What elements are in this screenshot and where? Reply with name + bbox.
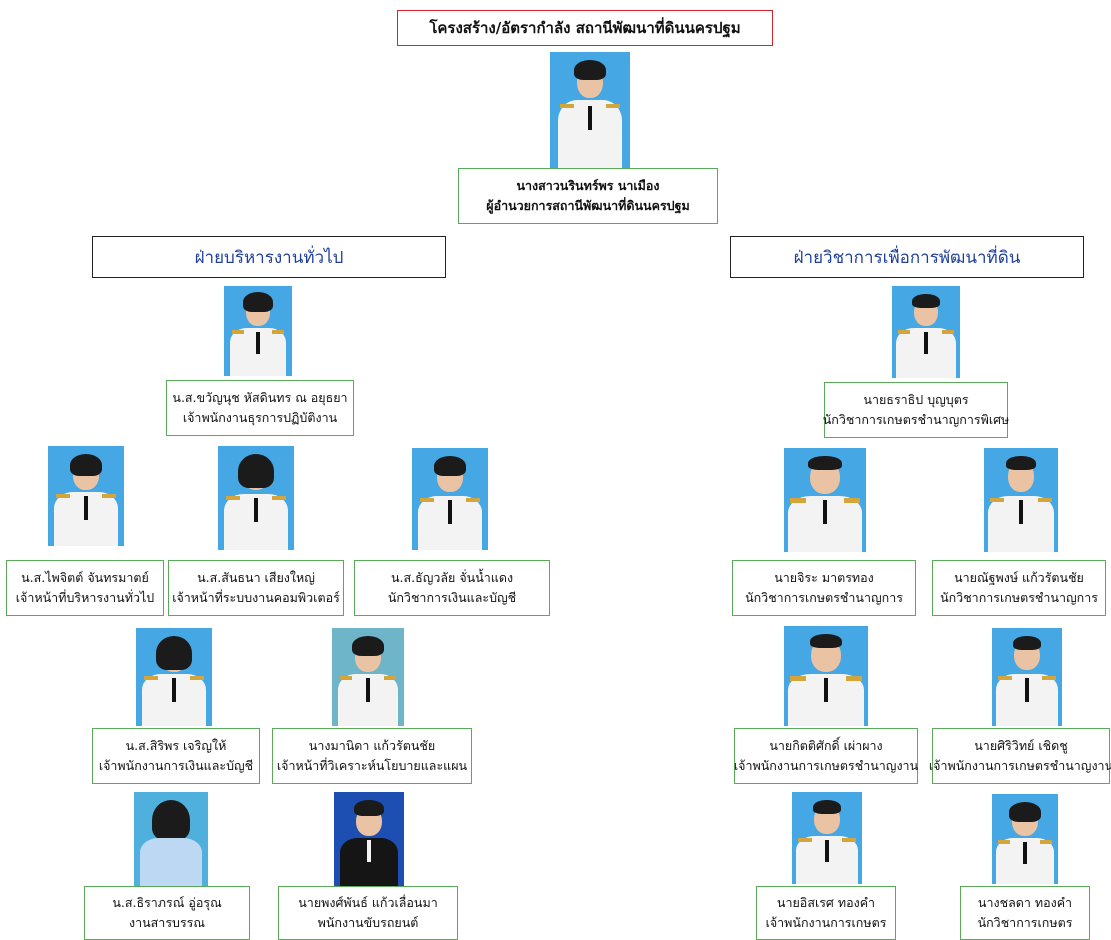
staff-card: นายจิระ มาตรทอง นักวิชาการเกษตรชำนาญการ xyxy=(732,560,916,616)
staff-role: พนักงานขับรถยนต์ xyxy=(317,915,419,930)
staff-role: งานสารบรรณ xyxy=(129,915,205,930)
staff-name: นายกิตติศักดิ์ เผ่าผาง xyxy=(769,738,883,753)
staff-photo xyxy=(992,794,1058,884)
staff-photo xyxy=(784,448,866,552)
staff-role: เจ้าหน้าที่ระบบงานคอมพิวเตอร์ xyxy=(172,590,340,605)
staff-role: นักวิชาการเกษตรชำนาญการ xyxy=(745,590,903,605)
staff-photo xyxy=(218,446,294,550)
staff-photo xyxy=(136,628,212,726)
staff-role: เจ้าพนักงานการเกษตรชำนาญงาน xyxy=(928,758,1111,773)
staff-role: เจ้าพนักงานการเกษตร xyxy=(765,915,887,930)
staff-name: น.ส.ขวัญนุช หัสดินทร ณ อยุธยา xyxy=(172,390,348,405)
staff-name: นายศิริวิทย์ เชิดชู xyxy=(974,738,1068,753)
staff-card: นางมานิดา แก้วรัตนชัย เจ้าหน้าที่วิเคราะ… xyxy=(272,728,472,784)
staff-card: น.ส.ไพจิตต์ จันทรมาตย์ เจ้าหน้าที่บริหาร… xyxy=(6,560,164,616)
staff-photo xyxy=(134,792,208,886)
staff-role: เจ้าพนักงานการเงินและบัญชี xyxy=(98,758,254,773)
staff-card: น.ส.สันธนา เสียงใหญ่ เจ้าหน้าที่ระบบงานค… xyxy=(168,560,344,616)
staff-role: เจ้าหน้าที่บริหารงานทั่วไป xyxy=(15,590,155,605)
staff-name: น.ส.สันธนา เสียงใหญ่ xyxy=(197,570,315,585)
staff-role: นักวิชาการเกษตรชำนาญการพิเศษ xyxy=(822,412,1010,427)
staff-card: น.ส.ขวัญนุช หัสดินทร ณ อยุธยา เจ้าพนักงา… xyxy=(166,380,354,436)
staff-card: นายธราธิป บุญบุตร นักวิชาการเกษตรชำนาญกา… xyxy=(822,382,1010,438)
staff-photo xyxy=(224,286,292,376)
staff-photo xyxy=(784,626,868,726)
staff-role: เจ้าพนักงานการเกษตรชำนาญงาน xyxy=(733,758,919,773)
staff-name: นายจิระ มาตรทอง xyxy=(774,570,874,585)
director-role: ผู้อำนวยการสถานีพัฒนาที่ดินนครปฐม xyxy=(486,198,690,213)
director-photo xyxy=(550,52,630,168)
staff-name: นางชลดา ทองคำ xyxy=(977,895,1073,910)
section-technical: ฝ่ายวิชาการเพื่อการพัฒนาที่ดิน xyxy=(730,236,1084,278)
staff-card: น.ส.ธัญวลัย จั่นน้ำแดง นักวิชาการเงินและ… xyxy=(354,560,550,616)
staff-photo xyxy=(984,448,1058,552)
staff-card: นายอิสเรศ ทองคำ เจ้าพนักงานการเกษตร xyxy=(756,886,896,940)
staff-name: น.ส.ไพจิตต์ จันทรมาตย์ xyxy=(21,570,149,585)
staff-name: น.ส.ธัญวลัย จั่นน้ำแดง xyxy=(390,570,514,585)
staff-photo xyxy=(412,448,488,550)
staff-name: นายพงศ์พันธ์ แก้วเลื่อนมา xyxy=(298,895,438,910)
staff-photo xyxy=(992,628,1062,726)
staff-name: น.ส.สิริพร เจริญให้ xyxy=(125,738,227,753)
staff-name: นายอิสเรศ ทองคำ xyxy=(776,895,876,910)
staff-name: นายณัฐพงษ์ แก้วรัตนชัย xyxy=(954,570,1084,585)
staff-card: น.ส.สิริพร เจริญให้ เจ้าพนักงานการเงินแล… xyxy=(92,728,260,784)
section-admin: ฝ่ายบริหารงานทั่วไป xyxy=(92,236,446,278)
staff-card: นายณัฐพงษ์ แก้วรัตนชัย นักวิชาการเกษตรชำ… xyxy=(932,560,1106,616)
staff-card: นายศิริวิทย์ เชิดชู เจ้าพนักงานการเกษตรช… xyxy=(928,728,1111,784)
staff-role: เจ้าพนักงานธุรการปฏิบัติงาน xyxy=(182,410,338,425)
staff-name: นายธราธิป บุญบุตร xyxy=(863,392,969,407)
staff-card: น.ส.ธิราภรณ์ อู่อรุณ งานสารบรรณ xyxy=(84,886,250,940)
staff-card: นายกิตติศักดิ์ เผ่าผาง เจ้าพนักงานการเกษ… xyxy=(734,728,918,784)
staff-name: นางมานิดา แก้วรัตนชัย xyxy=(308,738,436,753)
staff-name: น.ส.ธิราภรณ์ อู่อรุณ xyxy=(112,895,222,910)
staff-role: นักวิชาการเงินและบัญชี xyxy=(387,590,517,605)
staff-card: นายพงศ์พันธ์ แก้วเลื่อนมา พนักงานขับรถยน… xyxy=(278,886,458,940)
staff-photo xyxy=(792,792,862,884)
chart-title: โครงสร้าง/อัตรากำลัง สถานีพัฒนาที่ดินนคร… xyxy=(397,10,773,46)
staff-role: เจ้าหน้าที่วิเคราะห์นโยบายและแผน xyxy=(276,758,468,773)
staff-photo xyxy=(48,446,124,546)
staff-card: นางชลดา ทองคำ นักวิชาการเกษตร xyxy=(960,886,1090,940)
director-card: นางสาวนรินทร์พร นาเมือง ผู้อำนวยการสถานี… xyxy=(458,168,718,224)
director-name: นางสาวนรินทร์พร นาเมือง xyxy=(516,178,660,193)
staff-photo xyxy=(334,792,404,886)
staff-photo xyxy=(332,628,404,726)
staff-photo xyxy=(892,286,960,378)
staff-role: นักวิชาการเกษตรชำนาญการ xyxy=(940,590,1098,605)
staff-role: นักวิชาการเกษตร xyxy=(977,915,1073,930)
